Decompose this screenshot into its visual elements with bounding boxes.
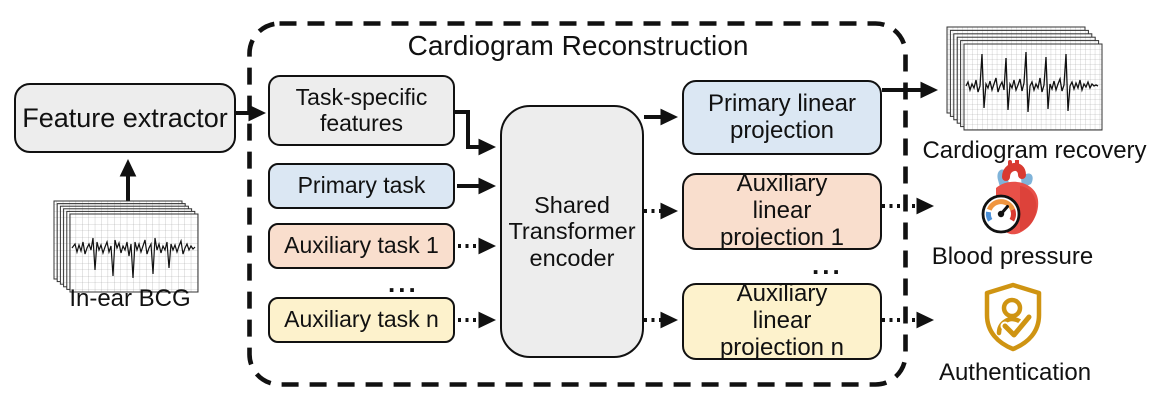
input-label: In-ear BCG: [69, 285, 191, 312]
heart-gauge-icon: [981, 160, 1039, 235]
arrow-features-to-encoder: [455, 110, 496, 156]
task-specific-features-box: Task-specific features: [268, 75, 455, 146]
primary-task-box: Primary task: [268, 163, 455, 209]
cardiogram-waveform-image: [946, 26, 1103, 131]
auxiliary-linear-projection-1-box: Auxiliary linear projection 1: [682, 170, 882, 251]
auxiliary-task-1-box: Auxiliary task 1: [268, 223, 455, 269]
tasks-ellipsis: ...: [388, 268, 419, 298]
shared-transformer-encoder-box: Shared Transformer encoder: [500, 105, 644, 358]
auxiliary-linear-projection-n-box: Auxiliary linear projection n: [682, 280, 882, 361]
blood-pressure-label: Blood pressure: [931, 243, 1094, 270]
shield-user-icon: [984, 282, 1042, 352]
authentication-label: Authentication: [938, 359, 1092, 386]
cardiogram-recovery-label: Cardiogram recovery: [922, 137, 1147, 164]
primary-linear-projection-box: Primary linear projection: [682, 80, 882, 155]
feature-extractor-box: Feature extractor: [14, 83, 236, 153]
auxiliary-task-n-box: Auxiliary task n: [268, 297, 455, 343]
bcg-waveform-image: [53, 200, 199, 293]
container-title: Cardiogram Reconstruction: [407, 30, 749, 61]
projections-ellipsis: ...: [812, 250, 843, 280]
